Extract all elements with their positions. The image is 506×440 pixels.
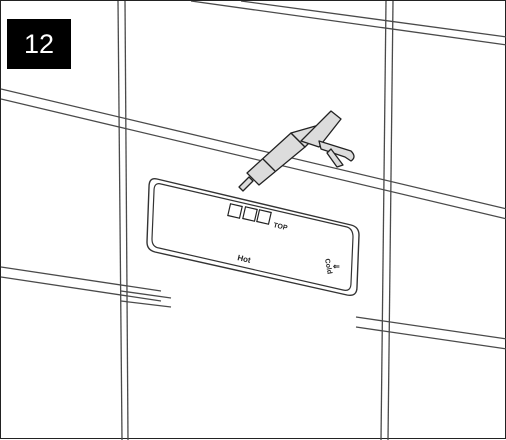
- plate-label-cold: Cold: [323, 258, 333, 275]
- tile-grout-horizontal: [1, 1, 506, 350]
- top-buttons: [227, 203, 272, 225]
- step-number-badge: 12: [7, 19, 71, 69]
- step-number: 12: [23, 28, 55, 59]
- tile-grout-vertical: [117, 1, 394, 440]
- silicone-sealant-gun-icon: [238, 110, 355, 192]
- control-plate: TOP Hot Cold ⇐: [146, 177, 360, 297]
- plate-label-top: TOP: [273, 222, 289, 232]
- plate-arrow-cold: ⇐: [333, 262, 340, 271]
- plate-label-hot: Hot: [237, 253, 252, 265]
